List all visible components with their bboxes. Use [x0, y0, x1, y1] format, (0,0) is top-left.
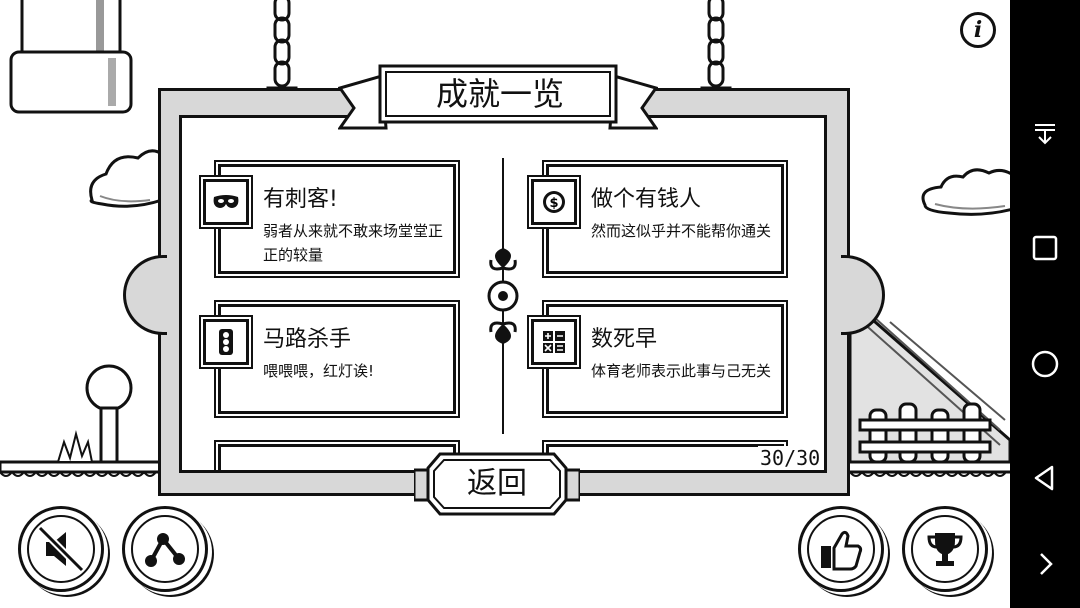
chevron-right-icon — [1040, 553, 1053, 575]
traffic-light-icon — [203, 319, 249, 365]
android-back-button[interactable] — [1025, 458, 1065, 498]
thumbs-up-icon — [821, 530, 863, 571]
board-inner: 有刺客! 弱者从来就不敢来场堂堂正正的较量 $ 做个有钱人 然而这似乎并不能帮你… — [179, 115, 827, 473]
achievement-card[interactable]: 马路杀手 喂喂喂，红灯诶! — [203, 304, 456, 414]
progress-counter: 30/30 — [758, 446, 823, 470]
achievement-card[interactable]: $ 做个有钱人 然而这似乎并不能帮你通关 — [531, 164, 784, 274]
achievement-desc: 弱者从来就不敢来场堂堂正正的较量 — [263, 222, 444, 264]
pull-down-icon — [1035, 124, 1055, 145]
sound-toggle-button[interactable] — [18, 506, 104, 592]
coin-icon: $ — [531, 179, 577, 225]
calculator-icon — [531, 319, 577, 365]
recent-apps-button[interactable] — [1025, 228, 1065, 268]
achievement-title: 有刺客! — [263, 187, 338, 212]
achievement-desc: 然而这似乎并不能帮你通关 — [591, 222, 772, 240]
cloud-left — [89, 149, 164, 208]
back-button[interactable]: 返回 — [414, 452, 580, 516]
info-icon: i — [973, 17, 983, 43]
background-art — [0, 0, 1010, 477]
pipe-decoration — [9, 0, 133, 114]
achievement-card-partial[interactable] — [546, 444, 784, 470]
android-nav-bar — [1010, 0, 1080, 608]
achievement-desc: 喂喂喂，红灯诶! — [263, 362, 375, 380]
achievement-board: 有刺客! 弱者从来就不敢来场堂堂正正的较量 $ 做个有钱人 然而这似乎并不能帮你… — [123, 88, 885, 496]
achievement-card[interactable]: 有刺客! 弱者从来就不敢来场堂堂正正的较量 — [203, 164, 456, 274]
back-button-label: 返回 — [467, 466, 527, 501]
circle-icon — [1031, 350, 1059, 378]
title-banner — [338, 64, 658, 130]
achievement-card[interactable]: 数死早 体育老师表示此事与己无关 — [531, 304, 784, 414]
trophy-icon — [927, 533, 963, 566]
achievement-title: 数死早 — [591, 327, 658, 352]
trophy-button[interactable] — [902, 506, 988, 592]
achievement-title: 做个有钱人 — [591, 187, 702, 212]
page-title: 成就一览 — [435, 75, 564, 113]
like-button[interactable] — [798, 506, 884, 592]
achievement-desc: 体育老师表示此事与己无关 — [591, 362, 772, 380]
speaker-muted-icon — [37, 525, 85, 573]
share-button[interactable] — [122, 506, 208, 592]
share-icon — [145, 533, 185, 567]
triangle-back-icon — [1034, 465, 1054, 491]
notification-pull-button[interactable] — [1025, 114, 1065, 154]
info-button[interactable]: i — [960, 12, 996, 48]
grass-left — [56, 430, 94, 463]
fence-decoration — [858, 402, 992, 464]
ornament-divider — [487, 158, 519, 434]
mask-icon — [203, 179, 249, 225]
svg-text:$: $ — [549, 196, 558, 211]
achievement-title: 马路杀手 — [263, 327, 352, 352]
game-scene: 有刺客! 弱者从来就不敢来场堂堂正正的较量 $ 做个有钱人 然而这似乎并不能帮你… — [0, 0, 1010, 592]
tree-decoration — [85, 364, 133, 464]
cloud-right — [921, 168, 1010, 216]
nav-expand-button[interactable] — [1025, 544, 1065, 584]
home-button[interactable] — [1025, 344, 1065, 384]
square-icon — [1032, 235, 1058, 261]
